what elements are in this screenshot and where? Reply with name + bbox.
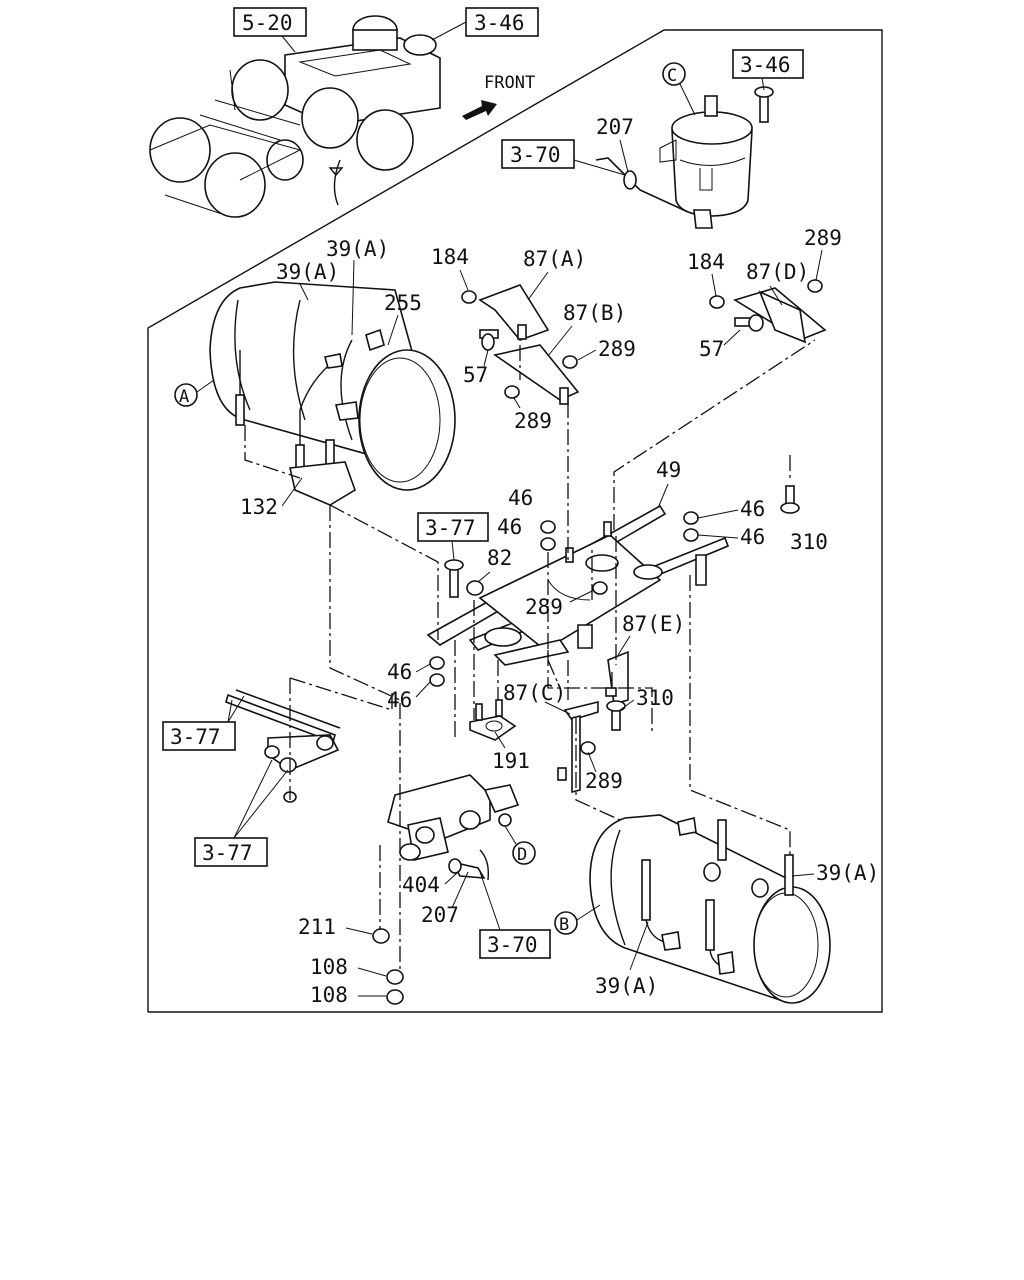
part-207-top: 207 [596, 115, 634, 139]
part-289-e: 289 [585, 769, 623, 793]
ref-3-70-bot-label: 3-70 [487, 933, 538, 957]
hose-207-top [595, 157, 689, 213]
ref-3-46-c-label: 3-46 [740, 53, 791, 77]
part-255: 255 [384, 291, 422, 315]
part-46-d: 46 [740, 525, 765, 549]
part-184-b: 184 [687, 250, 725, 274]
part-87a: 87(A) [523, 247, 586, 271]
circle-a-label: A [179, 387, 189, 407]
circle-c-label: C [667, 66, 677, 86]
nuts-211-108 [372, 928, 404, 1005]
ref-box-3-77-l2: 3-77 [194, 759, 289, 867]
ref-box-3-70-top: 3-70 [501, 139, 626, 176]
part-57-b: 57 [699, 337, 724, 361]
ref-3-70-top-label: 3-70 [510, 143, 561, 167]
part-404: 404 [402, 873, 440, 897]
air-tank-a [209, 281, 456, 506]
part-132: 132 [240, 495, 278, 519]
crossmember-bracket [426, 485, 800, 687]
frame-border [147, 29, 883, 1013]
ref-box-3-46-top: 3-46 [431, 7, 539, 41]
ref-box-5-20: 5-20 [233, 7, 307, 53]
part-57-a: 57 [463, 363, 488, 387]
part-46-e: 46 [387, 660, 412, 684]
front-arrow-icon [462, 100, 497, 120]
part-46-a: 46 [508, 486, 533, 510]
valve-assembly-d [387, 774, 520, 881]
part-39a-3: 39(A) [816, 861, 879, 885]
part-46-b: 46 [497, 515, 522, 539]
part-49: 49 [656, 458, 681, 482]
part-108-a: 108 [310, 955, 348, 979]
part-184-a: 184 [431, 245, 469, 269]
ref-box-3-70-bot: 3-70 [479, 871, 551, 959]
bracket-87a-87b [461, 284, 580, 405]
circle-marker-a [174, 383, 198, 407]
circle-d-label: D [517, 845, 527, 865]
part-39a-1: 39(A) [326, 237, 389, 261]
part-87c: 87(C) [503, 681, 566, 705]
part-87e: 87(E) [622, 612, 685, 636]
part-310-a: 310 [790, 530, 828, 554]
part-289-c: 289 [804, 226, 842, 250]
part-82: 82 [487, 546, 512, 570]
part-46-c: 46 [740, 497, 765, 521]
part-211: 211 [298, 915, 336, 939]
air-dryer-c [659, 86, 774, 229]
bracket-87d [709, 279, 827, 344]
part-310-b: 310 [636, 686, 674, 710]
ref-box-3-77-l1: 3-77 [162, 695, 245, 751]
part-191: 191 [492, 749, 530, 773]
vehicle-overview-inset [149, 15, 441, 218]
ref-3-77-mid-label: 3-77 [425, 516, 476, 540]
part-289-d: 289 [525, 595, 563, 619]
part-108-b: 108 [310, 983, 348, 1007]
part-39a-2: 39(A) [276, 260, 339, 284]
ref-3-77-l1-label: 3-77 [170, 725, 221, 749]
ref-5-20-label: 5-20 [242, 11, 293, 35]
assembly-lines [244, 339, 816, 970]
part-87b: 87(B) [563, 301, 626, 325]
circle-marker-c [662, 62, 686, 86]
ref-box-3-46-c: 3-46 [732, 49, 804, 91]
part-39a-4: 39(A) [595, 974, 658, 998]
circle-b-label: B [559, 915, 569, 935]
ref-3-46-top-label: 3-46 [474, 11, 525, 35]
valve-manifold-left [225, 689, 341, 803]
ref-box-3-77-mid: 3-77 [417, 512, 489, 561]
part-289-a: 289 [598, 337, 636, 361]
part-87d: 87(D) [746, 260, 809, 284]
ref-3-77-l2-label: 3-77 [202, 841, 253, 865]
circle-marker-b [554, 911, 578, 935]
air-tank-b [589, 814, 831, 1004]
circle-marker-d [512, 841, 536, 865]
part-289-b: 289 [514, 409, 552, 433]
part-207-bot: 207 [421, 903, 459, 927]
front-label: FRONT [484, 73, 535, 93]
